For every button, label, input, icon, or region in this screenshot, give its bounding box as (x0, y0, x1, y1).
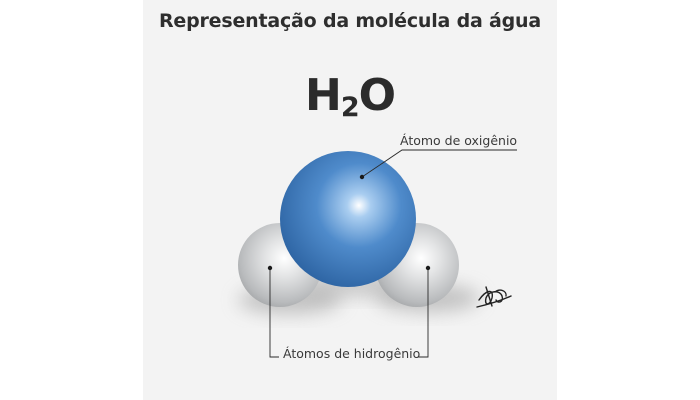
hydrogen-label: Átomos de hidrogênio (283, 346, 421, 361)
diagram-title: Representação da molécula da água (159, 10, 541, 32)
oxygen-leader-line (361, 149, 517, 178)
hydrogen-right-leader-dot (425, 265, 431, 271)
oxygen-atom (280, 151, 416, 287)
formula-subscript: 2 (340, 92, 360, 123)
chemical-formula: H2O (0, 70, 700, 121)
hydrogen-left-leader-dot (267, 265, 273, 271)
formula-h: H (304, 70, 342, 121)
oxygen-leader-dot (359, 174, 365, 180)
hydrogen-right-leader-line (418, 268, 429, 358)
author-signature-icon (476, 286, 512, 308)
oxygen-label: Átomo de oxigênio (400, 133, 518, 148)
formula-o: O (358, 70, 396, 121)
hydrogen-left-leader-line (269, 268, 279, 358)
